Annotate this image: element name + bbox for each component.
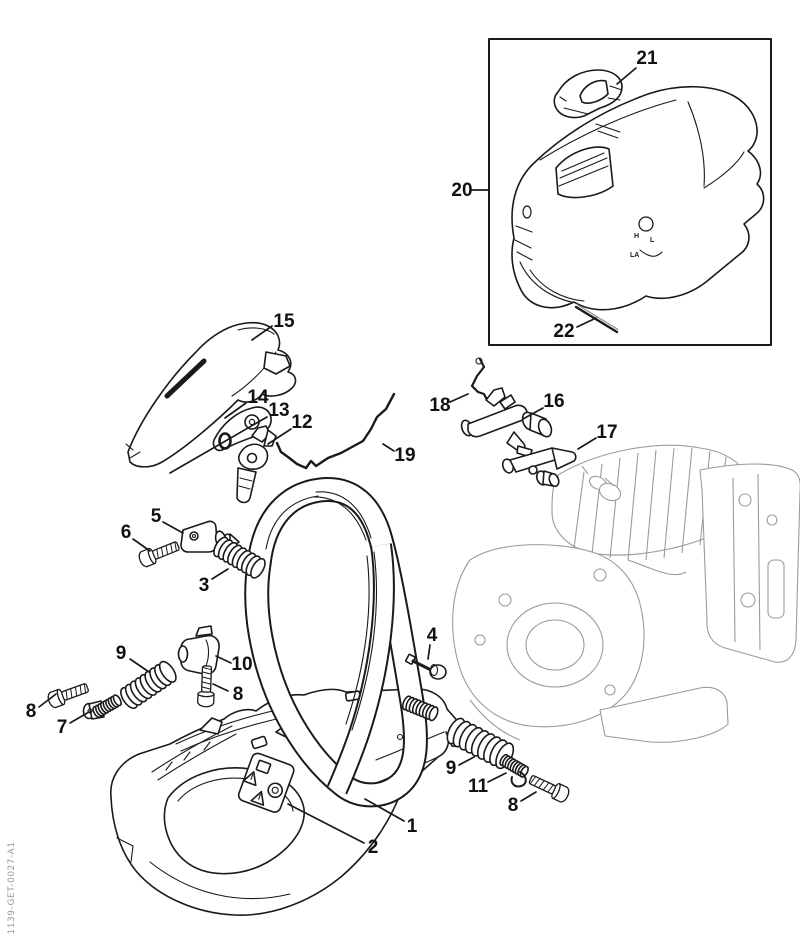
callout-10: 10 bbox=[231, 654, 252, 675]
callout-14: 14 bbox=[247, 387, 269, 408]
leader-4 bbox=[427, 644, 431, 660]
callout-18: 18 bbox=[429, 395, 450, 416]
leader-7 bbox=[69, 711, 90, 724]
leader-2 bbox=[287, 803, 365, 844]
part-4-pin bbox=[405, 653, 447, 680]
part-20-shroud: H L LA bbox=[511, 85, 765, 311]
leader-9b bbox=[458, 756, 475, 766]
part-22-rod bbox=[574, 303, 619, 334]
pictogram-circle-icon bbox=[267, 782, 283, 799]
part-11-spring-hook bbox=[498, 753, 531, 788]
callout-9b: 9 bbox=[446, 758, 457, 779]
leader-6 bbox=[132, 538, 151, 552]
part-13-o-ring bbox=[218, 432, 232, 450]
callout-11: 11 bbox=[468, 776, 489, 797]
callout-1: 1 bbox=[407, 816, 418, 837]
callout-8a: 8 bbox=[26, 701, 37, 722]
leader-1 bbox=[364, 798, 405, 822]
callout-9a: 9 bbox=[116, 643, 127, 664]
leader-8b bbox=[212, 683, 229, 692]
document-id: 1139-GET-0027-A1 bbox=[7, 842, 17, 935]
part-8-screw-right bbox=[526, 771, 572, 805]
callout-17: 17 bbox=[596, 422, 617, 443]
leader-18 bbox=[449, 393, 469, 403]
leader-11 bbox=[487, 772, 507, 783]
callout-5: 5 bbox=[151, 506, 162, 527]
part-handlebar bbox=[244, 477, 428, 808]
callout-leaders bbox=[38, 67, 637, 844]
callout-19: 19 bbox=[394, 445, 415, 466]
part-7-plug bbox=[82, 693, 124, 720]
callout-labels: 20 21 22 15 14 13 12 19 18 16 17 5 6 3 9… bbox=[26, 48, 658, 858]
callout-21: 21 bbox=[636, 48, 658, 69]
callout-7: 7 bbox=[57, 717, 68, 738]
callout-22: 22 bbox=[553, 321, 574, 342]
part-2-label-plate bbox=[237, 752, 295, 813]
leader-19 bbox=[382, 443, 395, 452]
pictogram-manual-icon bbox=[255, 759, 272, 775]
leader-14 bbox=[224, 402, 247, 419]
leader-22 bbox=[576, 317, 597, 328]
callout-4: 4 bbox=[427, 625, 438, 646]
part-8-screw-left bbox=[45, 679, 91, 710]
leader-3 bbox=[211, 568, 229, 580]
part-16-lever-assembly bbox=[460, 387, 553, 458]
leader-12 bbox=[267, 428, 292, 445]
leader-17 bbox=[577, 437, 597, 450]
callout-12: 12 bbox=[291, 412, 312, 433]
part-21-latch bbox=[553, 69, 623, 119]
part-9-spring-left bbox=[116, 658, 180, 712]
leader-9a bbox=[129, 658, 150, 673]
part-19-throttle-rod bbox=[275, 392, 396, 470]
callout-20: 20 bbox=[451, 180, 472, 201]
leader-5 bbox=[162, 521, 184, 534]
leader-15 bbox=[251, 325, 273, 341]
callout-3: 3 bbox=[199, 575, 210, 596]
leader-21 bbox=[616, 67, 637, 85]
callout-13: 13 bbox=[268, 400, 289, 421]
callout-8c: 8 bbox=[508, 795, 519, 816]
engine-ghost bbox=[452, 444, 800, 743]
shroud-marking-h: H bbox=[634, 233, 639, 240]
callout-8b: 8 bbox=[233, 684, 244, 705]
leader-8a bbox=[38, 693, 57, 708]
part-12-trigger-interlock bbox=[236, 425, 277, 504]
leader-8c bbox=[520, 791, 537, 802]
shroud-marking-la: LA bbox=[630, 252, 639, 259]
leader-10 bbox=[215, 655, 232, 664]
inset-box: H L LA bbox=[488, 38, 772, 346]
callout-2: 2 bbox=[368, 837, 379, 858]
shroud-marking-l: L bbox=[650, 237, 655, 244]
part-6-screw bbox=[136, 537, 182, 569]
callout-6: 6 bbox=[121, 522, 132, 543]
part-17-lever bbox=[501, 447, 577, 488]
leader-13 bbox=[169, 416, 268, 474]
part-18-choke-rod bbox=[470, 357, 489, 402]
callout-16: 16 bbox=[543, 391, 564, 412]
part-15-handle-molding bbox=[125, 321, 297, 468]
callout-15: 15 bbox=[273, 311, 295, 332]
handlebar-down-tube bbox=[326, 543, 395, 795]
spark-plug-ghost bbox=[581, 465, 622, 502]
part-10-elbow bbox=[177, 625, 220, 675]
leader-16 bbox=[522, 407, 544, 420]
